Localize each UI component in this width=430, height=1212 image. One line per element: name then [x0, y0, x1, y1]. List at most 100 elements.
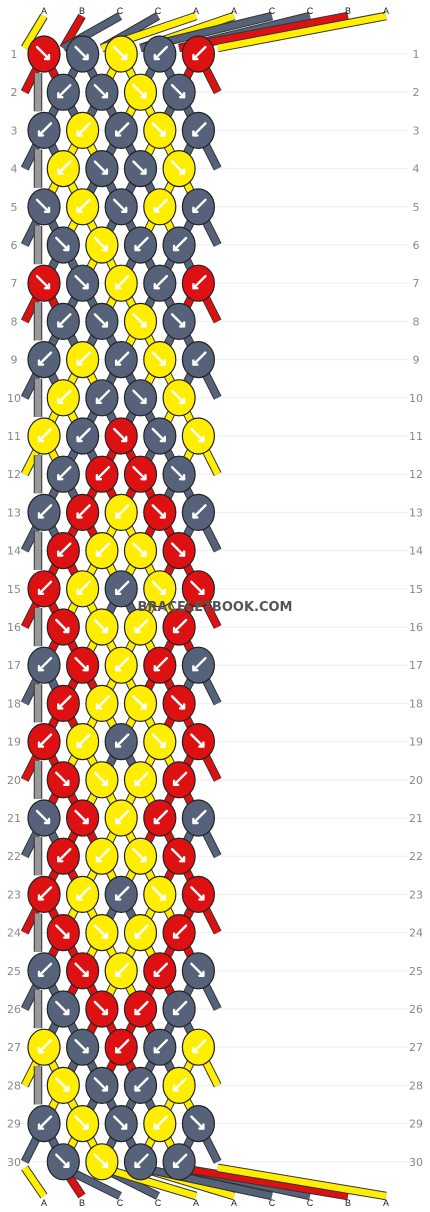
arrow-down-right-icon: [93, 618, 109, 634]
arrow-down-right-icon: [151, 886, 166, 901]
row-number-right: 15: [409, 583, 423, 596]
row-number-left: 29: [7, 1118, 21, 1131]
strand-label-top: C: [269, 6, 276, 16]
knot: [46, 455, 80, 493]
arrow-down-right-icon: [190, 580, 205, 595]
arrow-down-left-icon: [192, 657, 207, 672]
arrow-down-right-icon: [151, 351, 166, 366]
arrow-down-right-icon: [74, 275, 89, 290]
arrow-down-right-icon: [170, 84, 186, 99]
strand-label-bottom: C: [117, 1198, 124, 1208]
knot: [104, 722, 138, 761]
knot: [181, 722, 215, 761]
knot: [123, 761, 158, 799]
knot: [123, 150, 158, 188]
knot: [85, 73, 119, 111]
arrow-down-left-icon: [172, 618, 188, 634]
knot: [123, 1143, 158, 1181]
thread-segment: [178, 1164, 349, 1200]
knot: [46, 150, 80, 188]
knot: [162, 761, 196, 799]
knot: [65, 1104, 100, 1143]
strand-label-bottom: C: [307, 1198, 314, 1208]
arrow-down-left-icon: [172, 1000, 188, 1016]
arrow-down-right-icon: [170, 695, 186, 710]
row-number-left: 20: [7, 774, 21, 787]
knot: [27, 952, 61, 990]
arrow-down-right-icon: [93, 1077, 109, 1092]
arrow-down-left-icon: [153, 1039, 168, 1054]
knot: [104, 799, 138, 837]
knot: [27, 493, 61, 532]
knot: [181, 111, 215, 149]
knot: [65, 570, 100, 608]
arrow-down-left-icon: [37, 733, 53, 748]
knot: [27, 799, 61, 837]
strand-label-top: B: [345, 6, 351, 16]
thread-segment: [139, 1164, 273, 1200]
knot: [162, 379, 196, 417]
knot: [27, 111, 61, 149]
arrow-down-right-icon: [190, 427, 205, 443]
knot: [104, 417, 138, 455]
arrow-down-right-icon: [113, 1115, 128, 1130]
arrow-down-left-icon: [192, 45, 207, 61]
knot: [85, 531, 119, 570]
knot: [104, 1028, 138, 1066]
row-number-right: 9: [413, 354, 420, 367]
row-number-right: 19: [409, 736, 423, 749]
arrow-down-left-icon: [192, 122, 207, 137]
arrow-down-right-icon: [93, 84, 109, 99]
strand-label-top: A: [383, 6, 389, 16]
arrow-down-left-icon: [115, 962, 130, 977]
arrow-down-left-icon: [115, 122, 130, 137]
arrow-down-left-icon: [115, 809, 130, 825]
arrow-down-right-icon: [35, 45, 51, 61]
strand-label-bottom: C: [269, 1198, 276, 1208]
row-number-right: 23: [409, 888, 423, 901]
knot: [162, 226, 196, 264]
knot: [123, 990, 158, 1028]
row-number-left: 18: [7, 697, 21, 710]
arrow-down-left-icon: [192, 504, 207, 519]
knot: [27, 35, 61, 73]
row-number-left: 23: [7, 888, 21, 901]
knot: [143, 188, 177, 226]
row-number-right: 3: [413, 124, 420, 137]
arrow-down-right-icon: [74, 657, 89, 672]
arrow-down-left-icon: [57, 160, 72, 175]
knot: [85, 379, 119, 417]
knot-grid: [27, 35, 215, 1181]
row-number-left: 9: [11, 354, 18, 367]
knot: [46, 913, 80, 952]
arrow-down-left-icon: [95, 466, 111, 481]
arrow-down-right-icon: [132, 466, 147, 481]
row-number-left: 25: [7, 965, 21, 978]
arrow-down-left-icon: [76, 504, 91, 519]
arrow-down-left-icon: [115, 1039, 130, 1054]
knot: [181, 570, 215, 608]
knot: [143, 35, 177, 73]
knot: [85, 302, 119, 340]
knot: [162, 1066, 196, 1105]
knot: [123, 455, 158, 493]
arrow-down-left-icon: [57, 466, 72, 481]
row-number-left: 4: [11, 163, 18, 176]
arrow-down-right-icon: [132, 160, 147, 175]
strand-label-top: C: [307, 6, 314, 16]
arrow-down-left-icon: [134, 236, 149, 252]
arrow-down-left-icon: [172, 1077, 188, 1092]
row-number-left: 26: [7, 1003, 21, 1016]
knot: [181, 188, 215, 226]
arrow-down-right-icon: [132, 542, 147, 557]
arrow-down-left-icon: [37, 351, 53, 366]
row-number-right: 7: [413, 277, 420, 290]
knot: [27, 875, 61, 914]
knot: [65, 341, 100, 379]
arrow-down-right-icon: [113, 198, 128, 213]
knot: [162, 913, 196, 952]
arrow-down-left-icon: [115, 351, 130, 366]
arrow-down-left-icon: [153, 962, 168, 977]
arrow-down-left-icon: [115, 504, 130, 519]
